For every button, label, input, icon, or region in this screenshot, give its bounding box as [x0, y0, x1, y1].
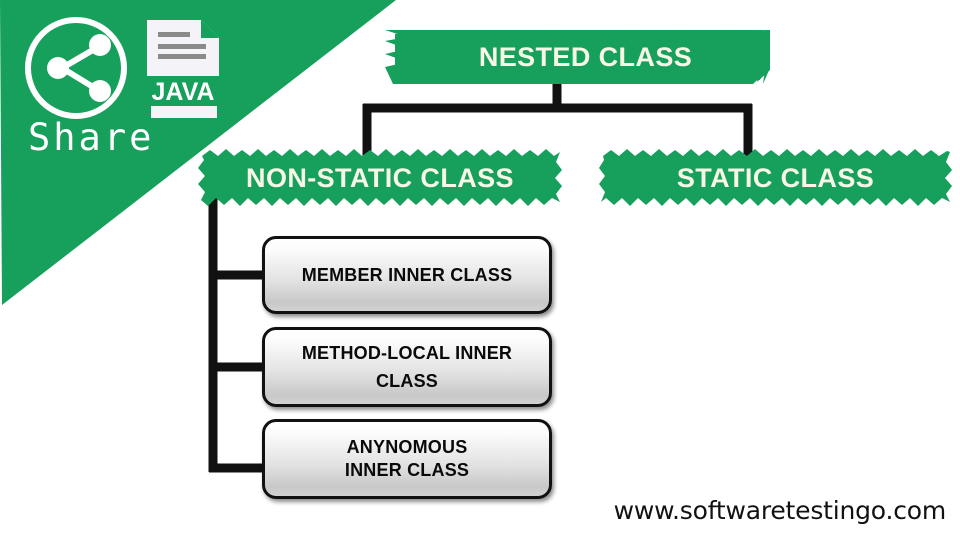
non-static-class-torn-shape — [198, 149, 562, 206]
static-class-torn-shape — [599, 149, 952, 206]
website-url: www.softwaretestingo.com — [613, 496, 947, 525]
share-nodes-icon — [25, 17, 127, 119]
node-member-inner-class[interactable]: MEMBER INNER CLASS — [262, 236, 552, 314]
node-static-class[interactable]: STATIC CLASS — [597, 146, 954, 210]
node-nested-class[interactable]: NESTED CLASS — [385, 28, 770, 86]
node-non-static-class[interactable]: NON-STATIC CLASS — [196, 146, 564, 210]
brand-block: JAVA Share — [0, 0, 250, 170]
nested-class-ribbon-shape — [385, 30, 770, 84]
java-doc-label: JAVA — [152, 78, 215, 106]
java-document-icon: JAVA — [147, 20, 219, 118]
node-method-local-inner-class-label: METHOD-LOCAL INNER CLASS — [301, 343, 513, 391]
node-member-inner-class-label: MEMBER INNER CLASS — [301, 265, 513, 285]
green-corner-triangle — [0, 0, 396, 305]
share-word-label: Share — [28, 116, 155, 159]
node-method-local-inner-class[interactable]: METHOD-LOCAL INNER CLASS — [262, 327, 552, 407]
